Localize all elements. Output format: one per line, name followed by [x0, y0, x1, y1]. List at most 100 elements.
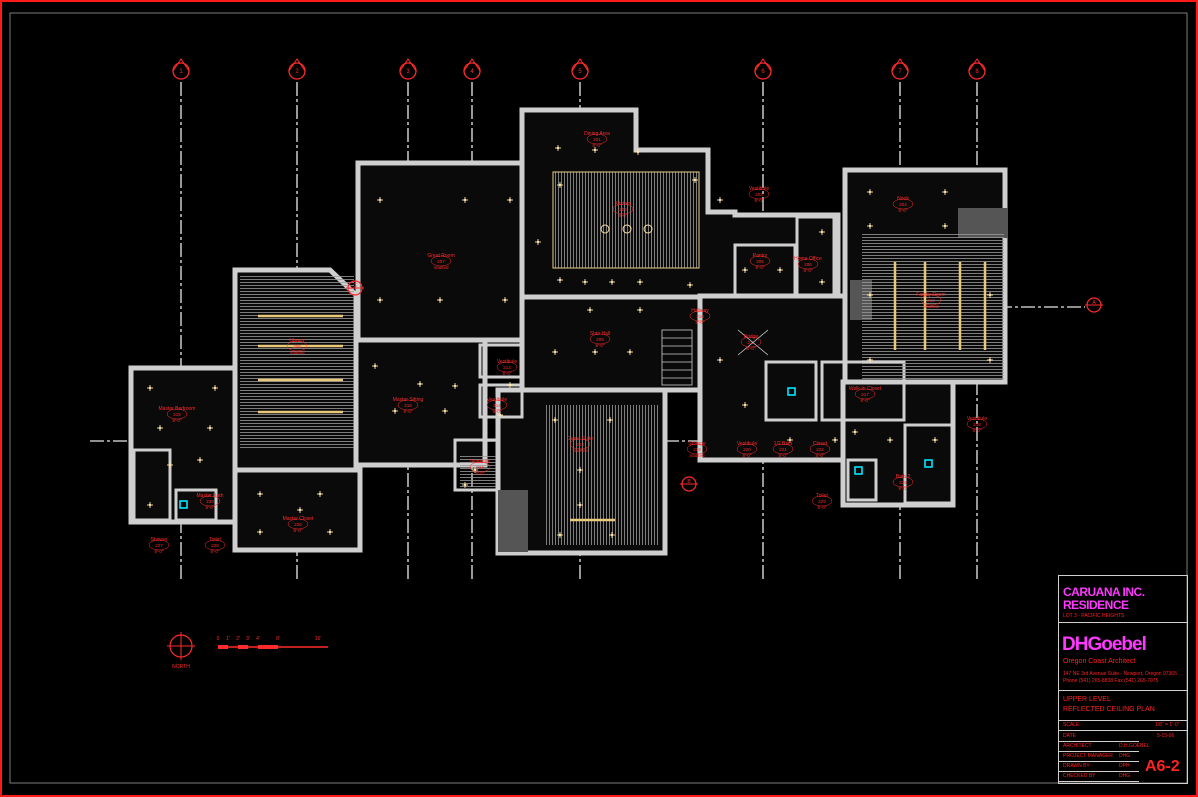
recessed-light-icon [777, 267, 783, 273]
ceiling-beams [258, 262, 987, 522]
title-block-row-rule [1059, 751, 1139, 752]
room-number: 206 [804, 262, 812, 267]
ceiling-height: 8'-0" [211, 549, 220, 554]
recessed-light-icon [592, 349, 598, 355]
sheet-title-1: UPPER LEVEL [1063, 696, 1111, 703]
ceiling-height: 8'-0" [476, 471, 485, 476]
ceiling-height: 8'-0" [173, 418, 182, 423]
title-block-row-value: DHG [1119, 753, 1131, 759]
recessed-light-icon [552, 349, 558, 355]
ceiling-height: 8'-0" [747, 346, 756, 351]
room-number: 222 [816, 447, 824, 452]
ceiling-height: 8'-0" [804, 268, 813, 273]
grid-bubble-label: 1 [179, 69, 183, 75]
room-number: 201 [593, 137, 601, 142]
recessed-light-icon [607, 417, 613, 423]
room-number: 217 [861, 392, 869, 397]
room-number: 229 [818, 499, 826, 504]
room-number: 221 [779, 447, 787, 452]
recessed-light-icon [717, 197, 723, 203]
ceiling-height: 8'-0" [818, 505, 827, 510]
room-number: 209 [596, 337, 604, 342]
recessed-light-icon [609, 279, 615, 285]
recessed-light-icon [557, 277, 563, 283]
title-block-row-label: CHECKED BY [1063, 773, 1096, 779]
ceiling-height: 8'-0" [493, 409, 502, 414]
recessed-light-icon [197, 457, 203, 463]
room-number: 204 [899, 202, 907, 207]
recessed-light-icon [535, 239, 541, 245]
north-arrow: NORTH [167, 632, 195, 670]
title-block-row-rule [1059, 781, 1139, 782]
section-mark-A: A [1085, 297, 1103, 313]
recessed-light-icon [297, 507, 303, 513]
recessed-light-icon [472, 467, 478, 473]
north-label: NORTH [172, 664, 190, 670]
grid-bubble-1: 1 [172, 58, 190, 80]
ceiling-height: 8'-0" [404, 409, 413, 414]
recessed-light-icon [637, 279, 643, 285]
room-number: 213 [503, 365, 511, 370]
title-block-row-label: DATE [1063, 733, 1076, 739]
room-number: 212 [927, 298, 935, 303]
scale-tick-label: 0 [217, 636, 220, 642]
recessed-light-icon [417, 381, 423, 387]
recessed-light-icon [577, 467, 583, 473]
section-mark-C: C [346, 280, 364, 296]
grid-bubble-label: 5 [578, 69, 582, 75]
grid-bubble-5: 5 [571, 58, 589, 80]
room-number: 219 [693, 447, 701, 452]
grid-bubble-3: 3 [399, 58, 417, 80]
recessed-light-icon [867, 292, 873, 298]
ceiling-height: 8'-0" [743, 453, 752, 458]
title-block-row-label: ARCHITECT [1063, 743, 1092, 749]
room-number: 218 [973, 422, 981, 427]
recessed-light-icon [987, 292, 993, 298]
room-number: 207 [437, 259, 445, 264]
room-number: 205 [756, 259, 764, 264]
room-number: 226 [294, 522, 302, 527]
title-block-row-value: 5-15-06 [1157, 733, 1175, 739]
recessed-light-icon [212, 385, 218, 391]
room-number: 210 [696, 314, 704, 319]
grid-bubble-label: 2 [295, 69, 299, 75]
ceiling-height: 8'-0" [755, 198, 764, 203]
grid-bubble-8: 8 [968, 58, 986, 80]
room-number: 223 [576, 442, 584, 447]
recessed-light-icon [257, 529, 263, 535]
scale-tick-label: 4' [256, 636, 260, 642]
room-number: 220 [743, 447, 751, 452]
recessed-light-icon [819, 279, 825, 285]
recessed-light-icon [157, 425, 163, 431]
ceiling-height: 8'-0" [816, 453, 825, 458]
recessed-light-icon [147, 502, 153, 508]
room-number: 228 [211, 543, 219, 548]
pendant-lights [600, 224, 653, 234]
scale-tick-label: 3' [246, 636, 250, 642]
recessed-light-icon [942, 223, 948, 229]
grid-bubble-6: 6 [754, 58, 772, 80]
section-mark-label: A [1092, 300, 1096, 306]
recessed-light-icon [887, 437, 893, 443]
section-mark-B: B [680, 476, 698, 492]
recessed-light-icon [502, 297, 508, 303]
recessed-light-icon [557, 182, 563, 188]
grid-bubble-label: 7 [898, 69, 902, 75]
ceiling-height: Vaulted [573, 448, 588, 453]
project-sub: LOT 3 - PACIFIC HEIGHTS [1063, 613, 1125, 619]
